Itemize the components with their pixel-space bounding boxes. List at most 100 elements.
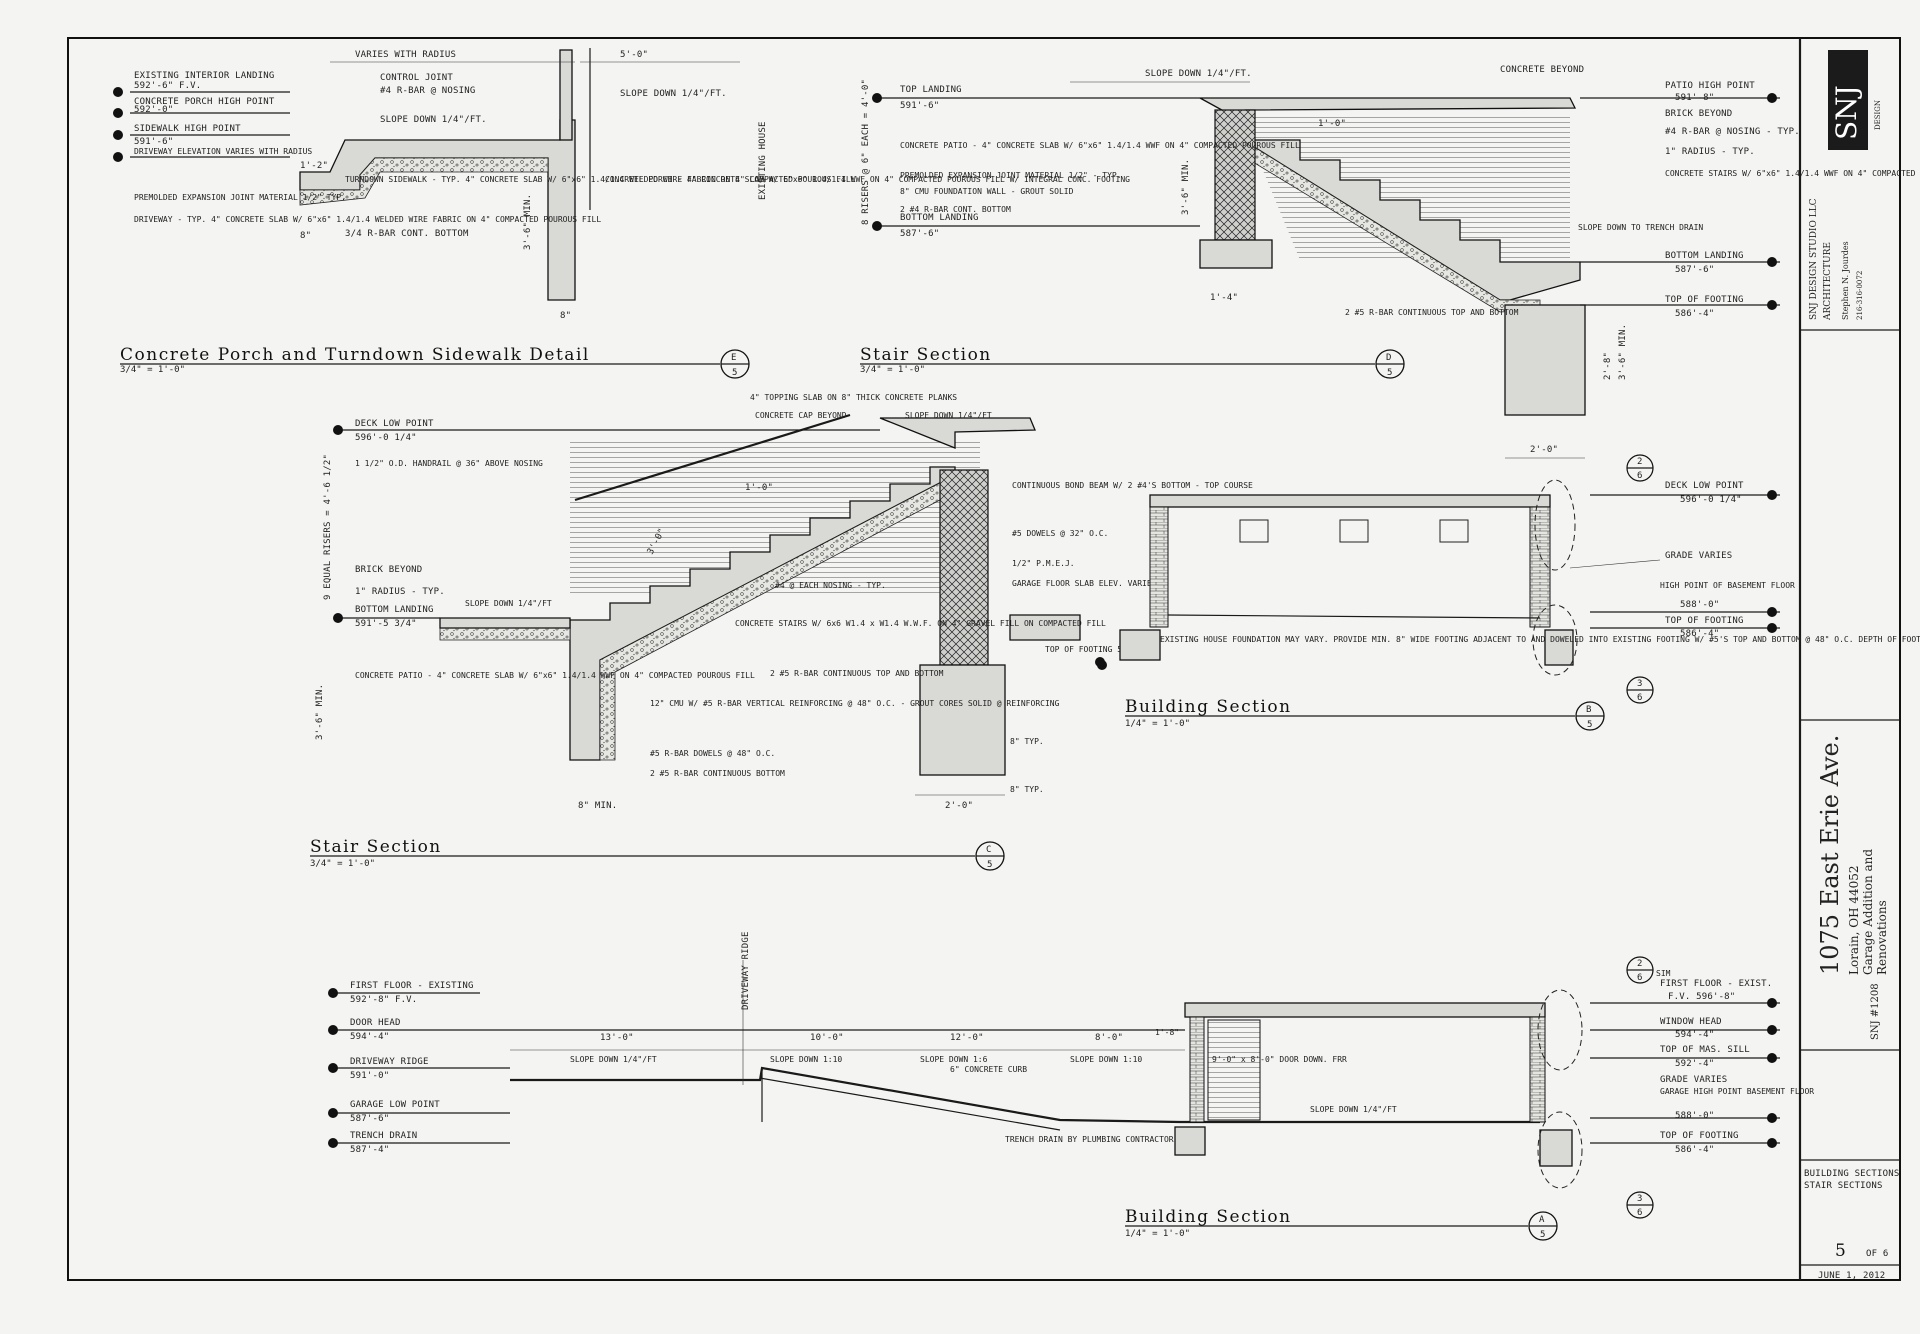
level-value: 592'-0"	[134, 105, 173, 115]
detail-b-scale: 1/4" = 1'-0"	[1125, 719, 1190, 729]
level-label: TOP OF FOOTING	[1665, 295, 1744, 305]
note: CONCRETE STAIRS W/ 6"x6" 1.4/1.4 WWF ON …	[1665, 169, 1920, 178]
note: 8" CMU FOUNDATION WALL - GROUT SOLID	[900, 187, 1074, 196]
note: GRADE VARIES	[1660, 1075, 1727, 1085]
tag-sheet: 5	[987, 860, 993, 870]
detail-callout-cloud	[1537, 1111, 1583, 1189]
note: BRICK BEYOND	[1665, 109, 1732, 119]
dimension: 8"	[300, 231, 311, 241]
garage-wall-b	[1149, 506, 1169, 628]
project-desc-1: Garage Addition and	[1861, 849, 1875, 975]
detail-callout-cloud	[1537, 989, 1583, 1071]
note: 1" RADIUS - TYP.	[1665, 147, 1755, 157]
detail-e-scale: 3/4" = 1'-0"	[120, 365, 185, 375]
level-label: DOOR HEAD	[350, 1018, 401, 1028]
level-value: 592'-4"	[1675, 1059, 1714, 1069]
tag-letter: C	[986, 845, 992, 855]
tag-sheet: 5	[1587, 720, 1593, 730]
note: GRADE VARIES	[1665, 551, 1732, 561]
note: 2 #5 R-BAR CONTINUOUS TOP AND BOTTOM	[770, 669, 944, 678]
level-label: DRIVEWAY RIDGE	[350, 1057, 429, 1067]
note: 6" CONCRETE CURB	[950, 1065, 1027, 1074]
note: #4 @ EACH NOSING - TYP.	[775, 581, 886, 590]
detail-c-title: Stair Section	[310, 837, 442, 857]
note: CONCRETE STAIRS W/ 6x6 W1.4 x W1.4 W.W.F…	[735, 619, 1106, 628]
detail-c-scale: 3/4" = 1'-0"	[310, 859, 375, 869]
level-value: F.V. 596'-8"	[1668, 992, 1735, 1002]
slope-note: SLOPE DOWN 1:10	[770, 1055, 842, 1064]
level-label: BOTTOM LANDING	[900, 213, 979, 223]
note: TOP OF FOOTING 580'-4"	[1045, 645, 1151, 654]
note: CONCRETE CAP BEYOND	[755, 411, 847, 420]
level-label: BOTTOM LANDING	[1665, 251, 1744, 261]
sheet-date: JUNE 1, 2012	[1818, 1271, 1885, 1281]
dimension: 1'-2"	[300, 161, 328, 171]
ref-num: 2	[1637, 457, 1643, 467]
note: GARAGE FLOOR SLAB ELEV. VARIES	[1012, 579, 1157, 588]
note: TURNDOWN SIDEWALK - TYP. 4" CONCRETE SLA…	[345, 175, 856, 184]
brick-beyond-hatch	[570, 440, 980, 595]
cmu-foundation-wall	[1214, 109, 1256, 241]
level-label: PATIO HIGH POINT	[1665, 81, 1755, 91]
level-label: FIRST FLOOR - EXIST.	[1660, 979, 1772, 989]
level-label: TOP LANDING	[900, 85, 962, 95]
dimension: 3'-6" MIN.	[1181, 159, 1191, 215]
dimension: 9 EQUAL RISERS = 4'-6 1/2"	[323, 454, 333, 600]
level-value: 596'-0 1/4"	[1680, 495, 1742, 505]
level-value: 587'-6"	[900, 229, 939, 239]
project-number: SNJ #1208	[1870, 983, 1881, 1040]
tag-sheet: 5	[1387, 368, 1393, 378]
porch-fill	[299, 157, 549, 206]
title-block: SNJ DESIGN SNJ DESIGN STUDIO LLC ARCHITE…	[1798, 38, 1900, 1281]
dimension: 3'-6" MIN.	[523, 194, 533, 250]
sheet-title-1: BUILDING SECTIONS	[1804, 1169, 1900, 1179]
trench-footing	[1504, 304, 1586, 416]
note: 1/2" P.M.E.J.	[1012, 559, 1075, 568]
note: SLOPE DOWN 1/4"/FT.	[1145, 69, 1252, 79]
level-value: 586'-4"	[1680, 629, 1719, 639]
level-value: 592'-8" F.V.	[350, 995, 417, 1005]
note: DRIVEWAY RIDGE	[741, 931, 751, 1010]
note: PREMOLDED EXPANSION JOINT MATERIAL 1/2" …	[900, 171, 1122, 180]
note: 2 #5 R-BAR CONTINUOUS TOP AND BOTTOM	[1345, 308, 1519, 317]
note: TRENCH DRAIN BY PLUMBING CONTRACTOR	[1005, 1135, 1174, 1144]
roof-slab-a	[1184, 1002, 1546, 1018]
note: #4 R-BAR @ NOSING - TYP.	[1665, 127, 1800, 137]
note: 2 #5 R-BAR CONTINUOUS BOTTOM	[650, 769, 785, 778]
tag-letter: D	[1386, 353, 1392, 363]
level-label: EXISTING INTERIOR LANDING	[134, 71, 274, 81]
note: SLOPE DOWN 1/4"/FT.	[620, 89, 727, 99]
note: BRICK BEYOND	[355, 565, 422, 575]
level-value: 586'-4"	[1675, 309, 1714, 319]
patio-c-slab	[439, 617, 571, 629]
cmu-12in-wall	[939, 469, 989, 666]
ref-num: 2	[1637, 959, 1643, 969]
detail-d-scale: 3/4" = 1'-0"	[860, 365, 925, 375]
detail-e: EXISTING INTERIOR LANDING 592'-6" F.V. C…	[113, 48, 1130, 379]
detail-a-scale: 1/4" = 1'-0"	[1125, 1229, 1190, 1239]
level-label: GARAGE LOW POINT	[350, 1100, 440, 1110]
level-label: TRENCH DRAIN	[350, 1131, 417, 1141]
project-address: 1075 East Erie Ave.	[1816, 735, 1844, 975]
dimension: 8 RISERS @ 6" EACH = 4'-0"	[861, 79, 871, 225]
level-value: 591'-0"	[350, 1071, 389, 1081]
firm-principal: Stephen N. Jourdes	[1841, 241, 1850, 320]
dimension: 3'-6" MIN.	[315, 684, 325, 740]
level-value: 594'-4"	[350, 1032, 389, 1042]
sheet-number: 5	[1835, 1241, 1847, 1261]
detail-b: DECK LOW POINT 596'-0 1/4" HIGH POINT OF…	[1095, 454, 1920, 731]
house-wall-a	[1529, 1016, 1546, 1123]
level-value: 594'-4"	[1675, 1030, 1714, 1040]
level-label: FIRST FLOOR - EXISTING	[350, 981, 474, 991]
slope-note: SLOPE DOWN 1/4"/FT	[1310, 1105, 1397, 1114]
firm-discipline: ARCHITECTURE	[1823, 242, 1833, 321]
note: 9'-0" x 8'-0" DOOR DOWN. FRR	[1212, 1055, 1347, 1064]
note: DRIVEWAY - TYP. 4" CONCRETE SLAB W/ 6"x6…	[134, 215, 601, 224]
logo-text: SNJ	[1830, 85, 1863, 140]
detail-d-title: Stair Section	[860, 345, 992, 365]
level-label: CONCRETE PORCH HIGH POINT	[134, 97, 275, 107]
dimension: 3'-6" MIN.	[1618, 324, 1628, 380]
level-value: 592'-6" F.V.	[134, 81, 201, 91]
note: SLOPE DOWN TO TRENCH DRAIN	[1578, 223, 1703, 232]
dimension: 12'-0"	[950, 1033, 984, 1043]
